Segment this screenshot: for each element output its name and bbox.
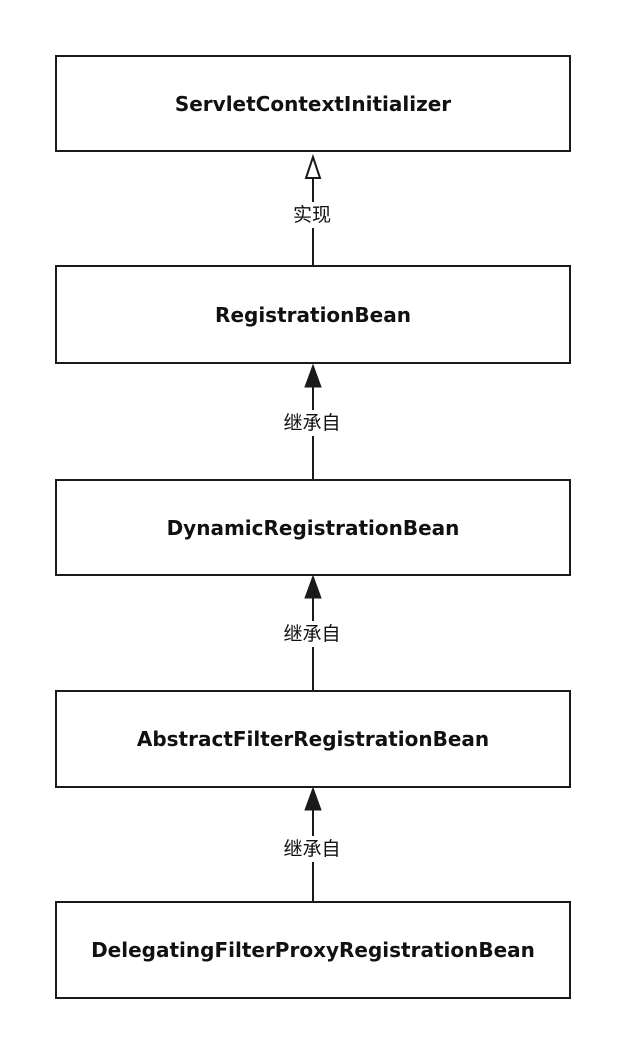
node-registration-bean[interactable]: RegistrationBean	[55, 265, 571, 364]
node-dynamic-registration-bean[interactable]: DynamicRegistrationBean	[55, 479, 571, 576]
filled-arrowhead-icon	[304, 363, 322, 388]
node-servlet-context-initializer[interactable]: ServletContextInitializer	[55, 55, 571, 152]
edge-label-extends: 继承自	[262, 410, 362, 436]
node-label: DelegatingFilterProxyRegistrationBean	[91, 938, 535, 962]
node-label: ServletContextInitializer	[174, 91, 452, 116]
edge-label-extends: 继承自	[262, 836, 362, 862]
edge-label-extends: 继承自	[262, 621, 362, 647]
filled-arrowhead-icon	[304, 786, 322, 811]
node-abstract-filter-registration-bean[interactable]: AbstractFilterRegistrationBean	[55, 690, 571, 788]
node-label: DynamicRegistrationBean	[166, 515, 460, 540]
node-label: RegistrationBean	[215, 302, 411, 327]
edge-label-implements: 实现	[262, 202, 362, 228]
node-label: AbstractFilterRegistrationBean	[136, 727, 490, 751]
hollow-arrowhead-icon	[304, 153, 322, 179]
filled-arrowhead-icon	[304, 574, 322, 599]
node-delegating-filter-proxy-registration-bean[interactable]: DelegatingFilterProxyRegistrationBean	[55, 901, 571, 999]
